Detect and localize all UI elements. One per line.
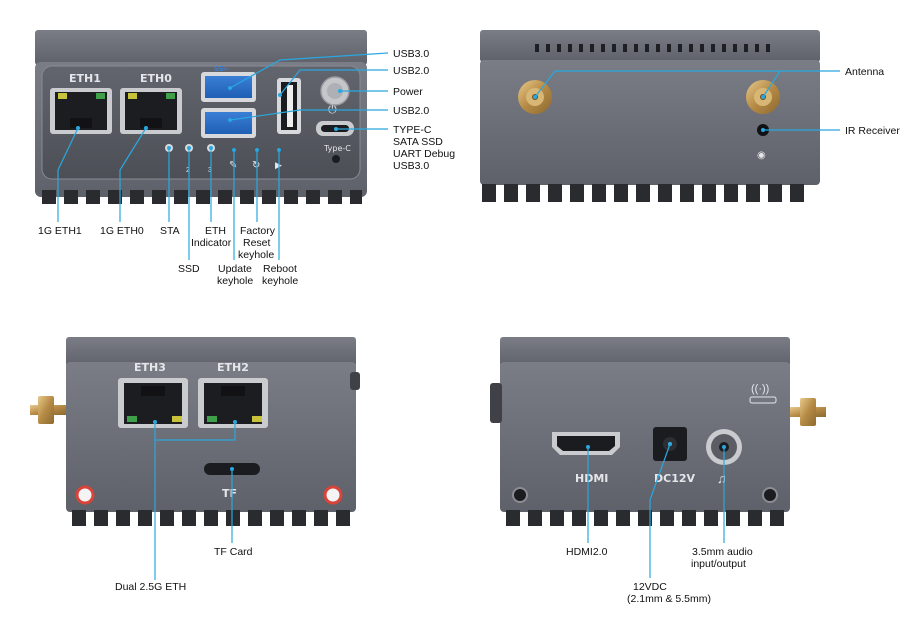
rear-view: ((·)) HDMI DC12V ♫ HDMI2.0 1 <box>490 337 826 605</box>
reset-icon: ↻ <box>252 160 260 171</box>
callout-hdmi: HDMI2.0 <box>566 546 608 558</box>
callout-audio-2: input/output <box>691 558 746 570</box>
callout-factory-1: Factory <box>240 225 276 237</box>
svg-text:SS⇠: SS⇠ <box>214 65 230 73</box>
side-fins <box>72 510 350 526</box>
callout-factory-2: Reset <box>243 237 271 249</box>
callout-typec-4: USB3.0 <box>393 160 429 172</box>
callout-typec-3: UART Debug <box>393 148 455 160</box>
wifi-signal-icon: ((·)) <box>751 383 769 395</box>
front-top-edge <box>35 30 367 65</box>
callout-audio-1: 3.5mm audio <box>692 546 753 558</box>
callout-reboot-2: keyhole <box>262 275 298 287</box>
callout-update-1: Update <box>218 263 252 275</box>
tf-port-label: TF <box>222 487 237 500</box>
side-callout-leaders <box>153 420 237 580</box>
callout-reboot-1: Reboot <box>263 263 297 275</box>
eth3-port <box>118 378 188 428</box>
rear-screws <box>512 487 778 503</box>
callout-typec-1: TYPE-C <box>393 124 432 136</box>
rear-antenna <box>790 398 826 426</box>
top-fins <box>482 184 804 202</box>
front-fins <box>42 190 362 204</box>
usb2-vertical-port <box>277 78 301 134</box>
callout-ssd: SSD <box>178 263 200 275</box>
eth2-port <box>198 378 268 428</box>
callout-usb20-side: USB2.0 <box>393 105 429 117</box>
typec-port-label: Type-C <box>323 144 351 153</box>
callout-antenna: Antenna <box>845 66 884 78</box>
led-2-label: 2 <box>186 167 190 174</box>
eth3-port-label: ETH3 <box>134 361 166 374</box>
usb3-ports: SS⇠ <box>201 65 256 138</box>
eth1-port-label: ETH1 <box>69 72 101 85</box>
vent-slots <box>535 44 770 52</box>
eth0-port <box>120 88 182 134</box>
callout-factory-3: keyhole <box>238 249 274 261</box>
callout-usb20-top: USB2.0 <box>393 65 429 77</box>
front-view: ETH1 ETH0 SS⇠ <box>35 30 455 287</box>
rear-callout-leaders <box>586 442 726 578</box>
top-view: ◉ Antenna IR Receiver <box>480 30 900 202</box>
front-callout-leaders <box>57 52 389 260</box>
callout-eth-indicator-1: ETH <box>205 225 226 237</box>
headphone-icon: ♫ <box>717 471 727 486</box>
top-callout-leaders <box>533 70 840 132</box>
side-left-view: ETH3 ETH2 TF TF Card <box>30 337 360 593</box>
signal-bar-icon <box>749 396 777 404</box>
hdmi-port-label: HDMI <box>575 472 608 485</box>
callout-typec-2: SATA SSD <box>393 136 443 148</box>
callout-dual-eth: Dual 2.5G ETH <box>115 581 186 593</box>
eth2-port-label: ETH2 <box>217 361 249 374</box>
led-3-label: 3 <box>208 167 212 174</box>
callout-eth-indicator-2: Indicator <box>191 237 232 249</box>
rear-chassis <box>500 362 790 512</box>
callout-eth1: 1G ETH1 <box>38 225 82 237</box>
wrench-icon: ✎ <box>229 160 237 171</box>
rear-fins <box>506 510 784 526</box>
ir-icon: ◉ <box>757 150 766 161</box>
callout-update-2: keyhole <box>217 275 253 287</box>
top-chassis <box>480 60 820 185</box>
callout-sta: STA <box>160 225 180 237</box>
callout-eth0: 1G ETH0 <box>100 225 144 237</box>
side-screws <box>75 485 343 505</box>
callout-power: Power <box>393 86 423 98</box>
callout-usb30: USB3.0 <box>393 48 429 60</box>
hdmi-port: HDMI <box>552 432 620 485</box>
callout-ir-receiver: IR Receiver <box>845 125 900 137</box>
callout-dc-2: (2.1mm & 5.5mm) <box>627 593 711 605</box>
eth0-port-label: ETH0 <box>140 72 172 85</box>
side-antenna <box>30 396 66 424</box>
eth1-port <box>50 88 112 134</box>
callout-dc-1: 12VDC <box>633 581 667 593</box>
callout-tf-card: TF Card <box>214 546 253 558</box>
top-upper-edge <box>480 30 820 62</box>
dc-port-label: DC12V <box>654 472 696 485</box>
